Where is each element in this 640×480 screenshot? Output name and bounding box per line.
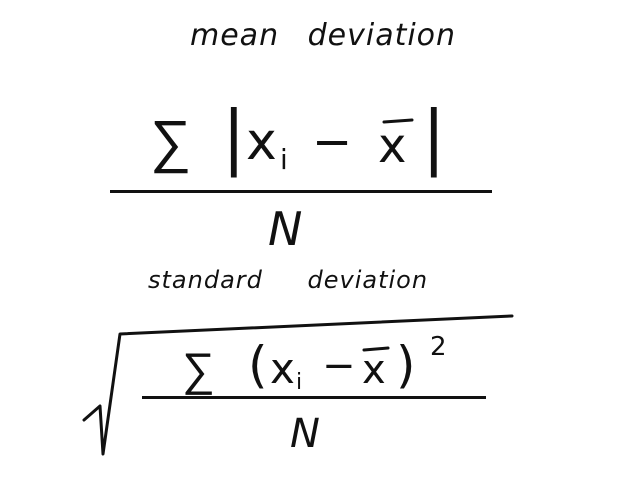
mean-fraction-bar xyxy=(110,190,492,193)
mean-abs-open-bar: | xyxy=(222,96,246,178)
mean-x-bar-variable: x xyxy=(378,118,407,174)
mean-minus-sign: − xyxy=(312,114,353,170)
std-denominator-n: N xyxy=(290,411,320,457)
std-subscript-i: i xyxy=(296,370,303,395)
std-x-variable: x xyxy=(270,344,295,393)
std-minus-sign: − xyxy=(322,343,356,389)
mean-subscript-i: i xyxy=(280,143,288,176)
std-sigma-symbol: ∑ xyxy=(182,342,215,396)
mean-x-variable: x xyxy=(246,112,277,172)
standard-deviation-title: standard deviation xyxy=(148,266,429,294)
mean-denominator-n: N xyxy=(268,202,303,256)
std-exponent-2: 2 xyxy=(430,332,447,362)
std-x-bar-variable: x xyxy=(362,347,386,393)
mean-abs-close-bar: | xyxy=(422,96,446,178)
std-paren-open: ( xyxy=(248,336,268,394)
std-fraction-bar xyxy=(142,396,486,399)
mean-sigma-symbol: ∑ xyxy=(150,107,192,175)
mean-deviation-title: mean deviation xyxy=(190,18,457,53)
std-paren-close: ) xyxy=(396,336,416,394)
